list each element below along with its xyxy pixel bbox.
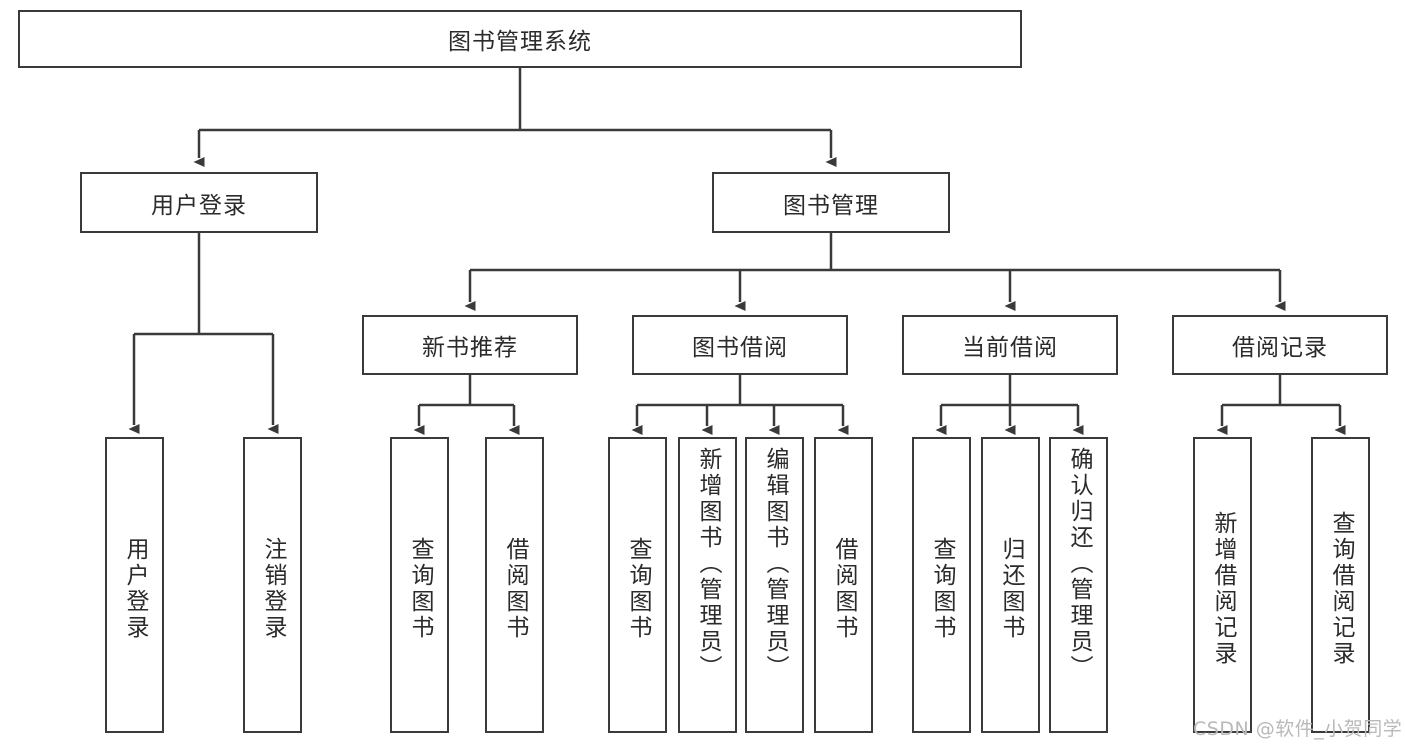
node-root[interactable]: 图书管理系统 xyxy=(18,10,1022,68)
node-leaf-user-login[interactable]: 用户登录 xyxy=(105,437,164,733)
node-user-login[interactable]: 用户登录 xyxy=(80,172,318,233)
node-book-manage[interactable]: 图书管理 xyxy=(712,172,950,233)
node-leaf-query-record[interactable]: 查询借阅记录 xyxy=(1311,437,1370,733)
node-leaf-query-book-1-label: 查询图书 xyxy=(407,537,433,641)
node-new-book-rec-label: 新书推荐 xyxy=(422,335,518,361)
node-leaf-borrow-book-2-label: 借阅图书 xyxy=(831,537,857,641)
node-leaf-query-book-3[interactable]: 查询图书 xyxy=(912,437,971,733)
node-leaf-add-book[interactable]: 新增图书（管理员） xyxy=(678,437,737,733)
node-leaf-add-book-label: 新增图书（管理员） xyxy=(695,447,721,681)
node-leaf-query-book-2[interactable]: 查询图书 xyxy=(608,437,667,733)
node-leaf-query-book-1[interactable]: 查询图书 xyxy=(390,437,449,733)
node-book-manage-label: 图书管理 xyxy=(783,192,879,219)
node-new-book-rec[interactable]: 新书推荐 xyxy=(362,315,578,375)
node-leaf-query-record-label: 查询借阅记录 xyxy=(1328,511,1354,667)
node-leaf-user-login-label: 用户登录 xyxy=(122,537,148,641)
node-root-label: 图书管理系统 xyxy=(448,29,592,55)
node-leaf-add-record-label: 新增借阅记录 xyxy=(1210,511,1236,667)
node-leaf-confirm-return-label: 确认归还（管理员） xyxy=(1066,447,1092,681)
node-user-login-label: 用户登录 xyxy=(151,192,247,219)
node-leaf-edit-book-label: 编辑图书（管理员） xyxy=(762,447,788,681)
node-leaf-logout[interactable]: 注销登录 xyxy=(243,437,302,733)
node-leaf-add-record[interactable]: 新增借阅记录 xyxy=(1193,437,1252,733)
csdn-watermark: CSDN @软件_小贺同学 xyxy=(1193,718,1403,740)
node-leaf-borrow-book-2[interactable]: 借阅图书 xyxy=(814,437,873,733)
node-book-borrow-label: 图书借阅 xyxy=(692,335,788,361)
node-leaf-edit-book[interactable]: 编辑图书（管理员） xyxy=(745,437,804,733)
node-leaf-borrow-book-1-label: 借阅图书 xyxy=(502,537,528,641)
node-leaf-return-book[interactable]: 归还图书 xyxy=(981,437,1040,733)
node-leaf-confirm-return[interactable]: 确认归还（管理员） xyxy=(1049,437,1108,733)
node-borrow-record-label: 借阅记录 xyxy=(1232,335,1328,361)
node-current-borrow-label: 当前借阅 xyxy=(962,335,1058,361)
node-leaf-borrow-book-1[interactable]: 借阅图书 xyxy=(485,437,544,733)
node-book-borrow[interactable]: 图书借阅 xyxy=(632,315,848,375)
node-leaf-query-book-3-label: 查询图书 xyxy=(929,537,955,641)
node-current-borrow[interactable]: 当前借阅 xyxy=(902,315,1118,375)
node-borrow-record[interactable]: 借阅记录 xyxy=(1172,315,1388,375)
node-leaf-return-book-label: 归还图书 xyxy=(998,537,1024,641)
node-leaf-query-book-2-label: 查询图书 xyxy=(625,537,651,641)
node-leaf-logout-label: 注销登录 xyxy=(260,537,286,641)
